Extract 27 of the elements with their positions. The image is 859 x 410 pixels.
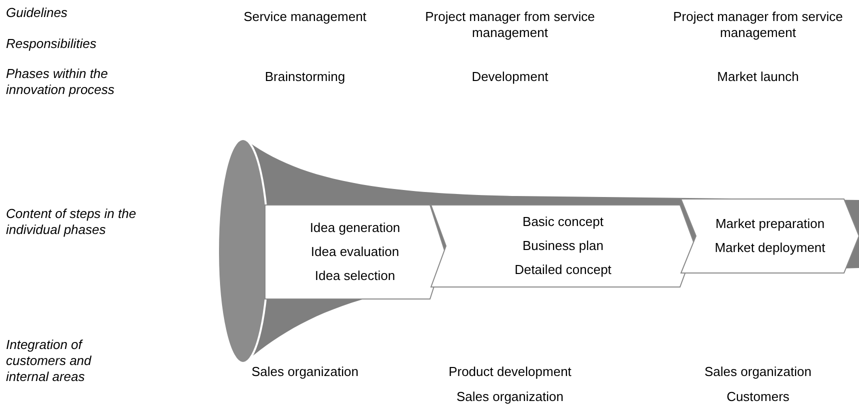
chevron-box [264, 204, 446, 300]
row-heading: Responsibilities [6, 36, 98, 52]
chevron-box [680, 198, 859, 274]
column-text: Project manager from service management [424, 9, 596, 41]
column-text: Sales organization [250, 364, 360, 380]
row-heading: Integration of customers and internal areas [6, 337, 92, 385]
chevron-box [430, 204, 696, 288]
column-text: Service management [242, 9, 368, 25]
column-text: Customers [726, 389, 790, 405]
row-heading: Phases within the innovation process [6, 66, 116, 98]
column-text: Project manager from service management [672, 9, 844, 41]
row-heading: Guidelines [6, 5, 68, 21]
column-text: Market launch [716, 69, 800, 85]
column-text: Product development [448, 364, 572, 380]
step-text: Idea generation [308, 220, 402, 235]
row-heading: Content of steps in the individual phases [6, 206, 138, 238]
step-text: Business plan [522, 238, 604, 253]
column-text: Development [470, 69, 550, 85]
column-text: Sales organization [456, 389, 564, 405]
step-text: Idea selection [314, 268, 396, 283]
column-text: Sales organization [704, 364, 812, 380]
step-text: Idea evaluation [310, 244, 400, 259]
step-text: Detailed concept [514, 262, 612, 277]
step-text: Basic concept [522, 214, 604, 229]
column-text: Brainstorming [264, 69, 346, 85]
step-text: Market preparation [714, 216, 826, 231]
step-text: Market deployment [714, 240, 826, 255]
